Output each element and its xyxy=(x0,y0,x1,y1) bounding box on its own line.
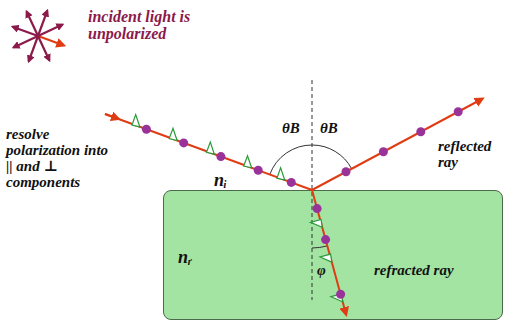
polarization-arrow xyxy=(27,12,38,37)
angle-arc xyxy=(312,145,352,169)
refractive-index: nᵢ xyxy=(214,170,227,190)
parallel-polarization xyxy=(132,115,140,127)
perpendicular-polarization xyxy=(287,178,296,187)
angle-label: θB xyxy=(320,120,338,136)
ray-label: refracted ray xyxy=(374,262,454,278)
perpendicular-polarization xyxy=(416,127,425,136)
perpendicular-polarization xyxy=(142,125,151,134)
angle-arc xyxy=(270,145,312,175)
perpendicular-polarization xyxy=(216,152,225,161)
angle-label: θB xyxy=(282,120,300,136)
perpendicular-polarization xyxy=(342,167,351,176)
parallel-polarization xyxy=(169,128,177,140)
ray-label: reflected ray xyxy=(438,138,514,170)
polarization-arrow xyxy=(38,25,63,36)
perpendicular-polarization xyxy=(336,290,345,299)
polarization-arrow xyxy=(38,36,49,61)
parallel-polarization xyxy=(207,142,215,154)
perpendicular-polarization xyxy=(313,204,322,213)
perpendicular-polarization xyxy=(179,138,188,147)
parallel-polarization xyxy=(311,219,323,227)
parallel-polarization xyxy=(244,156,252,168)
perpendicular-polarization xyxy=(454,107,463,116)
ray-arrowhead xyxy=(105,114,118,119)
glass-medium: nᵣ xyxy=(163,190,503,320)
polarization-arrow xyxy=(14,36,39,47)
perpendicular-polarization xyxy=(321,235,330,244)
refracted-ray xyxy=(312,190,346,314)
perpendicular-polarization xyxy=(379,147,388,156)
note-text: resolve polarization into || and ⊥ compo… xyxy=(6,126,114,190)
refractive-index: nᵣ xyxy=(178,247,192,267)
parallel-polarization xyxy=(277,168,285,180)
parallel-polarization xyxy=(320,254,332,262)
perpendicular-polarization xyxy=(254,166,263,175)
angle-arc xyxy=(312,246,327,248)
note-text: incident light is unpolarized xyxy=(88,8,213,42)
incident-ray xyxy=(105,114,312,190)
angle-label: φ xyxy=(317,262,326,278)
